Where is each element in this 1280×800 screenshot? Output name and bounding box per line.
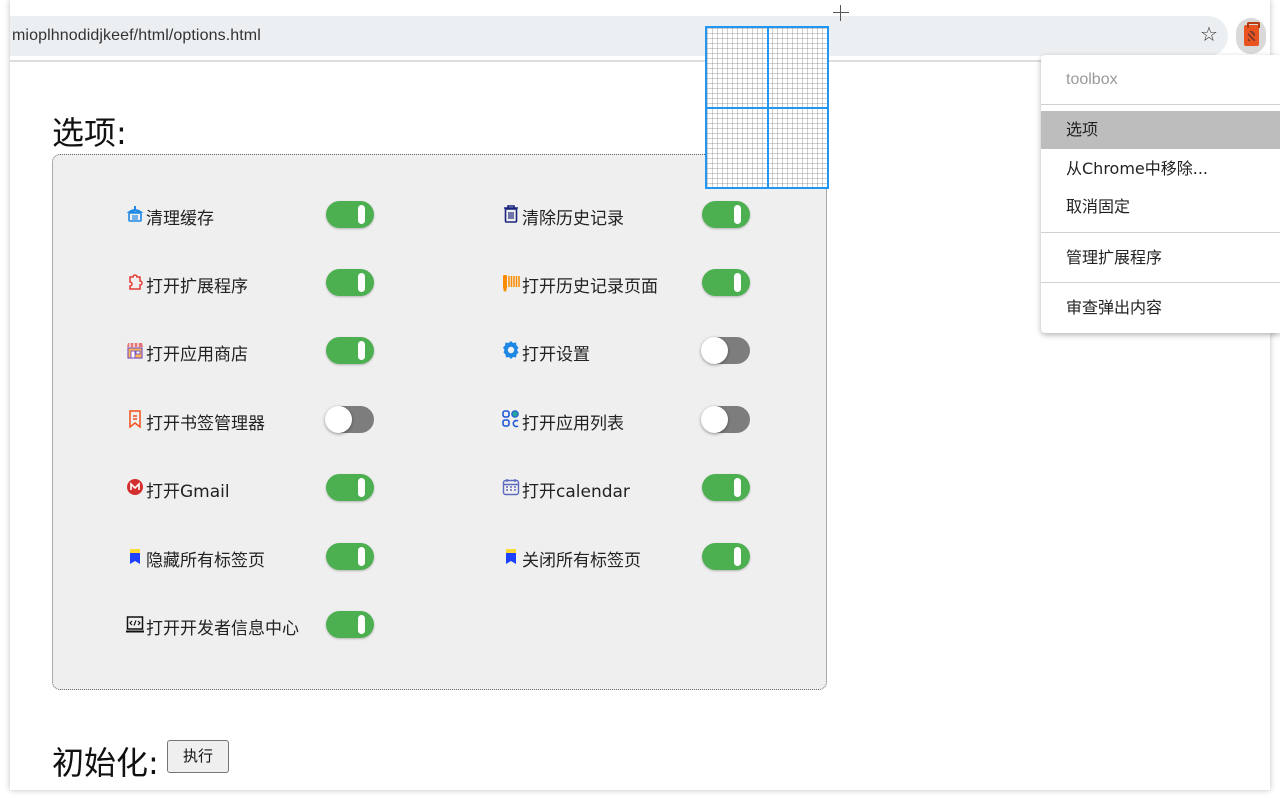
toggle-clear-history[interactable] — [702, 201, 750, 228]
execute-button[interactable]: 执行 — [167, 740, 229, 773]
tab-close-icon — [506, 549, 516, 564]
option-open-extensions: 打开扩展程序 — [126, 267, 386, 297]
menu-header: toolbox — [1066, 71, 1118, 88]
option-label: 打开calendar — [522, 482, 630, 502]
option-label: 隐藏所有标签页 — [146, 551, 265, 571]
option-open-gmail: 打开Gmail — [126, 472, 386, 502]
url-text[interactable]: mioplhnodidjkeef/html/options.html — [12, 27, 261, 44]
menu-item-unpin[interactable]: 取消固定 — [1066, 197, 1131, 216]
bookmark-icon — [129, 410, 141, 429]
ruler-grid-overlay[interactable] — [705, 26, 829, 189]
gear-icon — [503, 341, 519, 359]
menu-item-remove-from-chrome[interactable]: 从Chrome中移除... — [1066, 159, 1209, 178]
option-clear-cache: 清理缓存 — [126, 199, 386, 229]
toggle-close-all-tabs[interactable] — [702, 543, 750, 570]
tab-hide-icon — [130, 549, 140, 564]
option-label: 打开设置 — [522, 345, 590, 365]
option-label: 打开应用列表 — [522, 414, 624, 434]
toolbox-icon — [1244, 22, 1260, 46]
option-open-developer-dashboard: 打开开发者信息中心 — [126, 609, 386, 639]
browser-toolbar: mioplhnodidjkeef/html/options.html ☆ — [10, 0, 1270, 62]
extension-button[interactable] — [1236, 18, 1266, 54]
toolbar-divider — [10, 60, 1270, 62]
star-icon[interactable]: ☆ — [1200, 24, 1218, 46]
address-bar[interactable]: mioplhnodidjkeef/html/options.html ☆ — [10, 16, 1228, 56]
broom-icon — [126, 206, 144, 222]
option-label: 打开应用商店 — [146, 345, 248, 365]
store-icon — [127, 343, 143, 359]
option-clear-history: 清除历史记录 — [502, 199, 762, 229]
toggle-open-calendar[interactable] — [702, 474, 750, 501]
puzzle-icon — [129, 274, 143, 290]
toggle-hide-all-tabs[interactable] — [326, 543, 374, 570]
trash-icon — [504, 205, 518, 223]
ruler-horizontal-line — [707, 107, 827, 109]
toggle-open-gmail[interactable] — [326, 474, 374, 501]
option-open-settings: 打开设置 — [502, 335, 762, 365]
menu-item-options[interactable]: 选项 — [1041, 111, 1280, 149]
options-title: 选项: — [52, 114, 127, 152]
option-label: 打开Gmail — [146, 482, 230, 502]
option-open-webstore: 打开应用商店 — [126, 335, 386, 365]
option-open-bookmarks: 打开书签管理器 — [126, 404, 386, 434]
option-hide-all-tabs: 隐藏所有标签页 — [126, 541, 386, 571]
menu-divider — [1041, 104, 1280, 105]
option-open-calendar: 打开calendar — [502, 472, 762, 502]
options-panel: 清理缓存 清除历史记录 打开扩展程序 打开历史记录页面 打开应用商店 打开设置 — [52, 154, 827, 690]
option-label: 关闭所有标签页 — [522, 551, 641, 571]
toggle-open-extensions[interactable] — [326, 269, 374, 296]
developer-icon — [126, 616, 144, 633]
toggle-open-settings[interactable] — [701, 337, 750, 364]
option-label: 打开扩展程序 — [146, 277, 248, 297]
menu-item-manage-extensions[interactable]: 管理扩展程序 — [1066, 248, 1163, 267]
init-title: 初始化: — [52, 744, 159, 782]
option-close-all-tabs: 关闭所有标签页 — [502, 541, 762, 571]
gmail-icon — [127, 479, 143, 495]
toggle-open-webstore[interactable] — [326, 337, 374, 364]
option-label: 清除历史记录 — [522, 209, 624, 229]
apps-icon — [502, 410, 519, 428]
option-label: 打开书签管理器 — [146, 414, 265, 434]
crosshair-cursor-icon — [833, 5, 849, 21]
toggle-open-bookmarks[interactable] — [325, 406, 374, 433]
option-open-apps: 打开应用列表 — [502, 404, 762, 434]
option-label: 打开开发者信息中心 — [146, 619, 299, 639]
option-label: 清理缓存 — [146, 209, 214, 229]
option-open-history-page: 打开历史记录页面 — [502, 267, 762, 297]
extension-context-menu: toolbox 选项 从Chrome中移除... 取消固定 管理扩展程序 审查弹… — [1041, 55, 1280, 333]
toggle-clear-cache[interactable] — [326, 201, 374, 228]
history-icon — [503, 275, 520, 292]
toggle-open-history-page[interactable] — [702, 269, 750, 296]
menu-divider — [1041, 282, 1280, 283]
toggle-open-developer-dashboard[interactable] — [326, 611, 374, 638]
toggle-open-apps[interactable] — [701, 406, 750, 433]
calendar-icon — [502, 479, 520, 496]
option-label: 打开历史记录页面 — [522, 277, 658, 297]
menu-item-inspect-popup[interactable]: 审查弹出内容 — [1066, 298, 1163, 317]
menu-divider — [1041, 232, 1280, 233]
